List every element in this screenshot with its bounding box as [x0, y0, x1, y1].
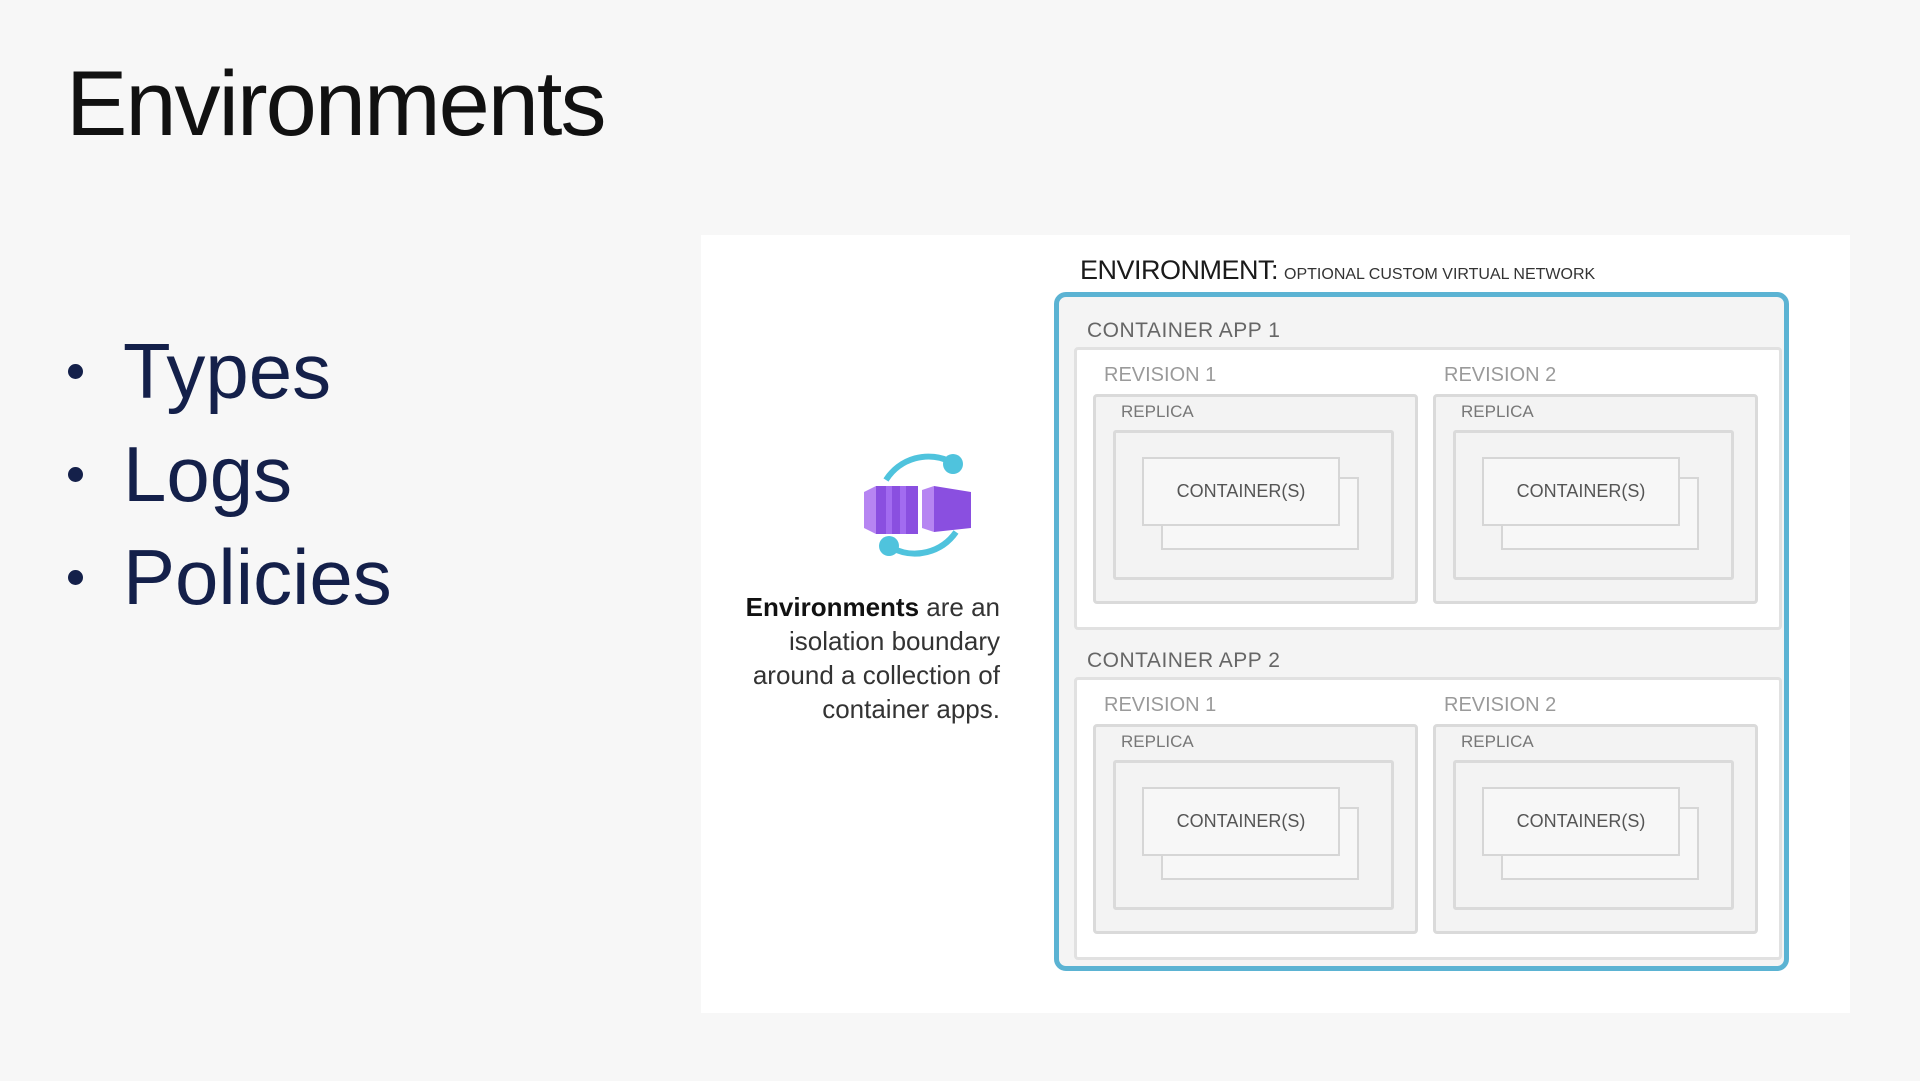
container-box: CONTAINER(S) — [1142, 457, 1340, 526]
revision-box: REPLICA CONTAINER(S) — [1093, 394, 1418, 604]
bullet-text: Types — [123, 327, 332, 415]
bullet-list: Types Logs Policies — [64, 320, 392, 629]
environment-boundary: CONTAINER APP 1 REVISION 1 REPLICA CONTA… — [1054, 292, 1789, 971]
description-bold: Environments — [745, 592, 920, 622]
environment-label: ENVIRONMENT: OPTIONAL CUSTOM VIRTUAL NETW… — [1080, 255, 1595, 286]
revision-label: REVISION 2 — [1444, 694, 1557, 716]
container-box: CONTAINER(S) — [1482, 457, 1680, 526]
bullet-item: Types — [64, 320, 392, 423]
bullet-text: Policies — [123, 533, 392, 621]
revision-label: REVISION 2 — [1444, 364, 1557, 386]
container-app-label: CONTAINER APP 2 — [1087, 649, 1281, 672]
container-app-box: REVISION 1 REPLICA CONTAINER(S) REVISION… — [1074, 347, 1782, 630]
revision-box: REPLICA CONTAINER(S) — [1433, 394, 1758, 604]
environment-description: Environments are an isolation boundary a… — [701, 590, 1000, 726]
slide-title: Environments — [66, 53, 606, 155]
replica-box: CONTAINER(S) — [1113, 760, 1394, 910]
container-box: CONTAINER(S) — [1142, 787, 1340, 856]
replica-label: REPLICA — [1121, 402, 1194, 421]
bullet-item: Policies — [64, 526, 392, 629]
bullet-dot — [68, 570, 83, 585]
environment-title: ENVIRONMENT: — [1080, 255, 1279, 285]
diagram-panel: Environments are an isolation boundary a… — [701, 235, 1850, 1013]
replica-label: REPLICA — [1461, 732, 1534, 751]
revision-box: REPLICA CONTAINER(S) — [1093, 724, 1418, 934]
replica-box: CONTAINER(S) — [1113, 430, 1394, 580]
container-app-label: CONTAINER APP 1 — [1087, 319, 1281, 342]
replica-box: CONTAINER(S) — [1453, 430, 1734, 580]
description-text: are an isolation boundary around a colle… — [752, 592, 1000, 724]
replica-box: CONTAINER(S) — [1453, 760, 1734, 910]
environment-subtitle: OPTIONAL CUSTOM VIRTUAL NETWORK — [1284, 266, 1596, 283]
bullet-text: Logs — [123, 430, 293, 518]
bullet-dot — [68, 467, 83, 482]
revision-label: REVISION 1 — [1104, 364, 1217, 386]
revision-label: REVISION 1 — [1104, 694, 1217, 716]
bullet-dot — [68, 364, 83, 379]
container-apps-environment-icon — [864, 453, 971, 557]
bullet-item: Logs — [64, 423, 392, 526]
revision-box: REPLICA CONTAINER(S) — [1433, 724, 1758, 934]
container-box: CONTAINER(S) — [1482, 787, 1680, 856]
replica-label: REPLICA — [1121, 732, 1194, 751]
replica-label: REPLICA — [1461, 402, 1534, 421]
container-app-box: REVISION 1 REPLICA CONTAINER(S) REVISION… — [1074, 677, 1782, 960]
